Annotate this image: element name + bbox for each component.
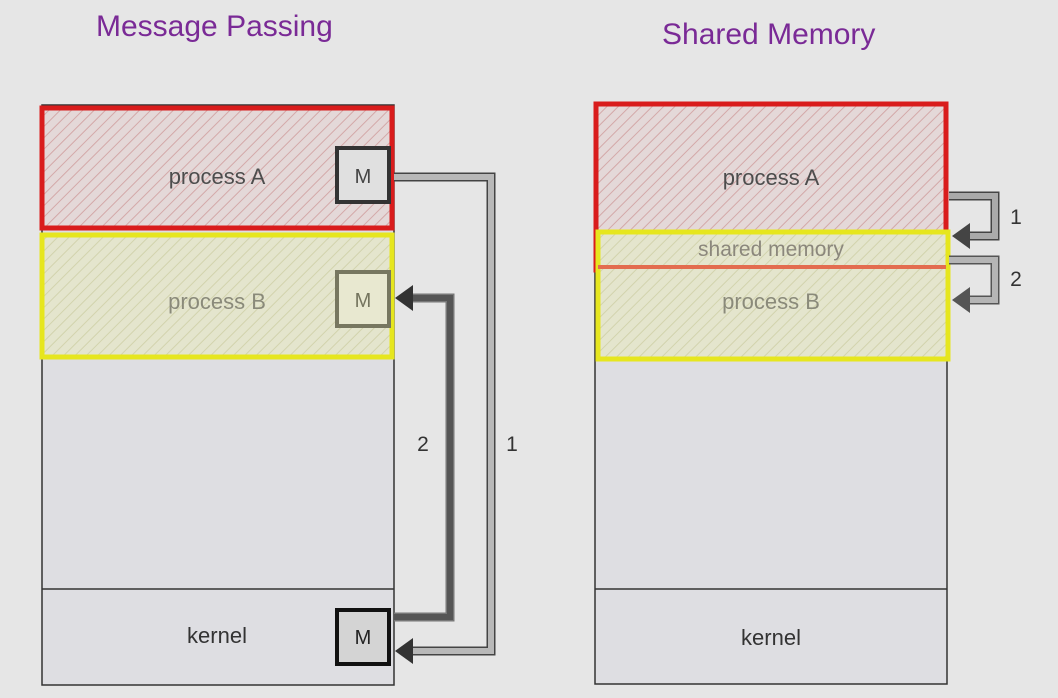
right-process-a-label: process A: [723, 165, 820, 190]
left-process-b-region: [39, 232, 395, 360]
message-passing-diagram: process A process B kernel M M M 2 1: [39, 104, 518, 686]
shared-memory-label: shared memory: [698, 238, 844, 261]
shared-memory-arrow-2-head: [952, 287, 970, 313]
process-a-message-box: [335, 146, 391, 204]
right-process-b-region: [595, 229, 951, 362]
message-passing-arrow-2: [394, 295, 453, 620]
shared-memory-arrow-1: [949, 193, 998, 239]
shared-memory-arrow-1-outline: [949, 191, 1000, 241]
kernel-message-label: M: [355, 627, 372, 649]
right-process-b-label: process B: [722, 289, 820, 314]
left-kernel-label: kernel: [187, 623, 247, 648]
left-process-a-region: [39, 105, 395, 231]
shared-memory-diagram: process A shared memory process B kernel…: [593, 101, 1022, 685]
message-passing-title: Message Passing: [96, 10, 333, 43]
message-passing-arrow-2-outline: [394, 293, 455, 622]
message-passing-arrow-1: [394, 174, 494, 654]
process-b-message-label: M: [355, 290, 372, 312]
shared-memory-title: Shared Memory: [662, 18, 876, 51]
left-process-b-label: process B: [168, 289, 266, 314]
kernel-message-box: [335, 608, 391, 666]
message-passing-arrow-2-head: [395, 285, 413, 311]
process-b-message-box: [335, 270, 391, 328]
message-passing-arrow-1-outline: [394, 172, 496, 656]
shared-memory-arrow-2: [949, 257, 998, 303]
message-passing-arrow-1-head: [395, 638, 413, 664]
right-kernel-label: kernel: [741, 625, 801, 650]
left-process-a-label: process A: [169, 164, 266, 189]
shared-memory-step-2-label: 2: [1010, 268, 1022, 291]
shared-memory-arrow-1-head: [952, 223, 970, 249]
message-passing-step-2-label: 2: [417, 433, 429, 456]
message-passing-step-1-label: 1: [506, 433, 518, 456]
shared-memory-step-1-label: 1: [1010, 206, 1022, 229]
process-a-message-label: M: [355, 166, 372, 188]
shared-memory-arrow-2-outline: [949, 255, 1000, 305]
